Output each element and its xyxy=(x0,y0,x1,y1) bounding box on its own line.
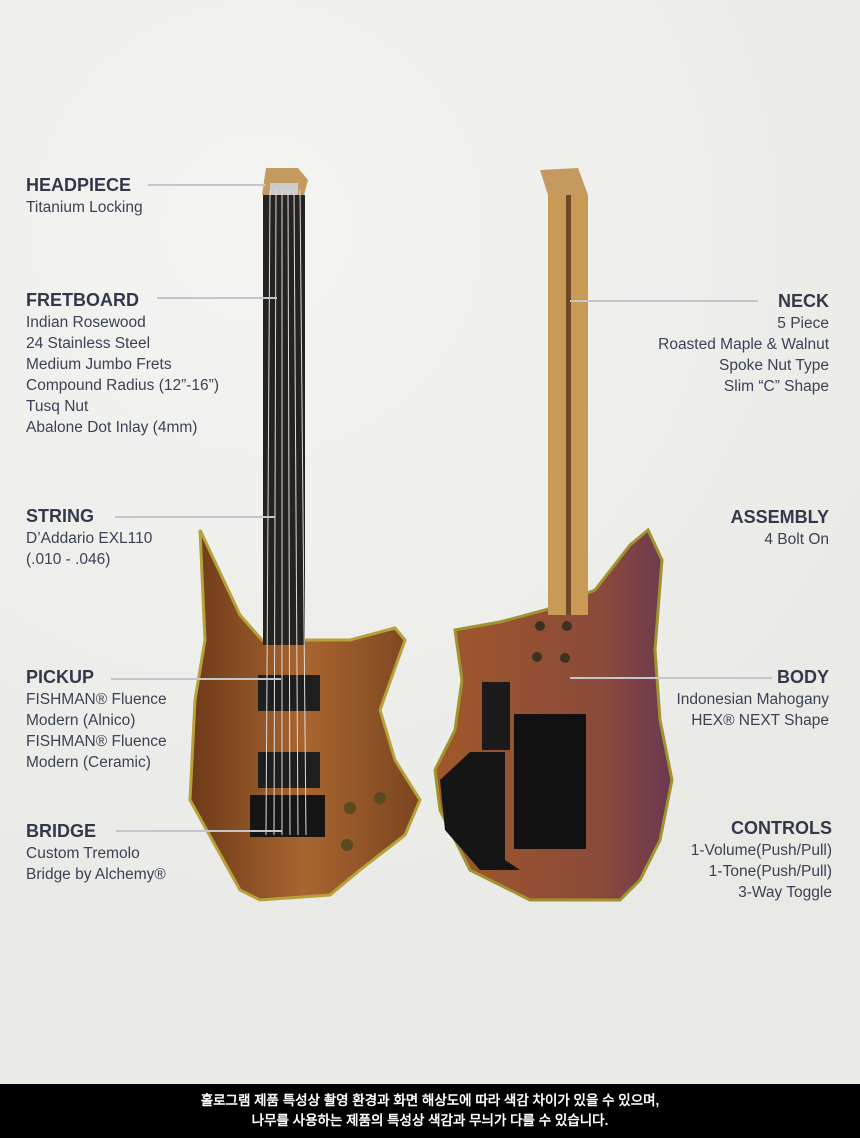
spec-title: CONTROLS xyxy=(731,818,832,838)
spec-line: Modern (Ceramic) xyxy=(26,754,151,771)
spec-line: Slim “C” Shape xyxy=(723,378,829,395)
pickup-leader-line xyxy=(111,678,281,680)
spec-line: FISHMAN® Fluence xyxy=(26,733,167,750)
headpiece-leader-line xyxy=(148,184,266,186)
spec-line: Roasted Maple & Walnut xyxy=(658,336,829,353)
spec-line: 3-Way Toggle xyxy=(738,884,832,901)
spec-title: BRIDGE xyxy=(26,821,97,841)
disclaimer-line: 홀로그램 제품 특성상 촬영 환경과 화면 해상도에 따라 색감 차이가 있을 … xyxy=(200,1093,660,1108)
spec-line: Abalone Dot Inlay (4mm) xyxy=(26,419,198,436)
spec-line: FISHMAN® Fluence xyxy=(26,691,167,708)
spec-line: Tusq Nut xyxy=(26,398,89,415)
spec-line: 1-Volume(Push/Pull) xyxy=(690,842,832,859)
body-leader-line xyxy=(570,677,772,679)
spec-line: Titanium Locking xyxy=(26,199,143,216)
spec-line: (.010 - .046) xyxy=(26,551,111,568)
spec-string: STRING D’Addario EXL110 (.010 - .046) xyxy=(26,506,152,570)
spec-assembly: ASSEMBLY 4 Bolt On xyxy=(731,507,829,550)
spec-title: FRETBOARD xyxy=(26,290,139,310)
spec-line: Spoke Nut Type xyxy=(718,357,829,374)
spec-line: 24 Stainless Steel xyxy=(26,335,151,352)
guitar-front-image xyxy=(188,168,674,902)
spec-headpiece: HEADPIECE Titanium Locking xyxy=(26,175,143,218)
disclaimer-footer: 홀로그램 제품 특성상 촬영 환경과 화면 해상도에 따라 색감 차이가 있을 … xyxy=(0,1084,860,1138)
neck-leader-line xyxy=(570,300,758,302)
spec-line: Indonesian Mahogany xyxy=(676,691,829,708)
spec-line: 4 Bolt On xyxy=(764,531,829,548)
disclaimer-line: 나무를 사용하는 제품의 특성상 색감과 무늬가 다를 수 있습니다. xyxy=(251,1113,609,1128)
spec-line: D’Addario EXL110 xyxy=(26,530,153,547)
bridge-leader-line xyxy=(116,830,282,832)
spec-line: 5 Piece xyxy=(777,315,829,332)
fretboard-leader-line xyxy=(157,297,277,299)
spec-line: Compound Radius (12”-16”) xyxy=(26,377,219,394)
spec-line: Medium Jumbo Frets xyxy=(26,356,172,373)
spec-line: Bridge by Alchemy® xyxy=(26,866,166,883)
spec-title: NECK xyxy=(777,291,829,311)
spec-title: PICKUP xyxy=(26,667,95,687)
spec-line: Modern (Alnico) xyxy=(26,712,136,729)
spec-fretboard: FRETBOARD Indian Rosewood 24 Stainless Ste… xyxy=(26,290,219,438)
spec-line: Custom Tremolo xyxy=(26,845,140,862)
spec-line: HEX® NEXT Shape xyxy=(691,712,829,729)
string-leader-line xyxy=(115,516,275,518)
spec-title: ASSEMBLY xyxy=(730,507,829,527)
spec-line: 1-Tone(Push/Pull) xyxy=(708,863,832,880)
spec-title: BODY xyxy=(776,667,829,687)
spec-controls: CONTROLS 1-Volume(Push/Pull) 1-Tone(Push/P… xyxy=(691,818,832,903)
spec-title: HEADPIECE xyxy=(26,175,132,195)
spec-line: Indian Rosewood xyxy=(26,314,146,331)
spec-title: STRING xyxy=(26,506,95,526)
